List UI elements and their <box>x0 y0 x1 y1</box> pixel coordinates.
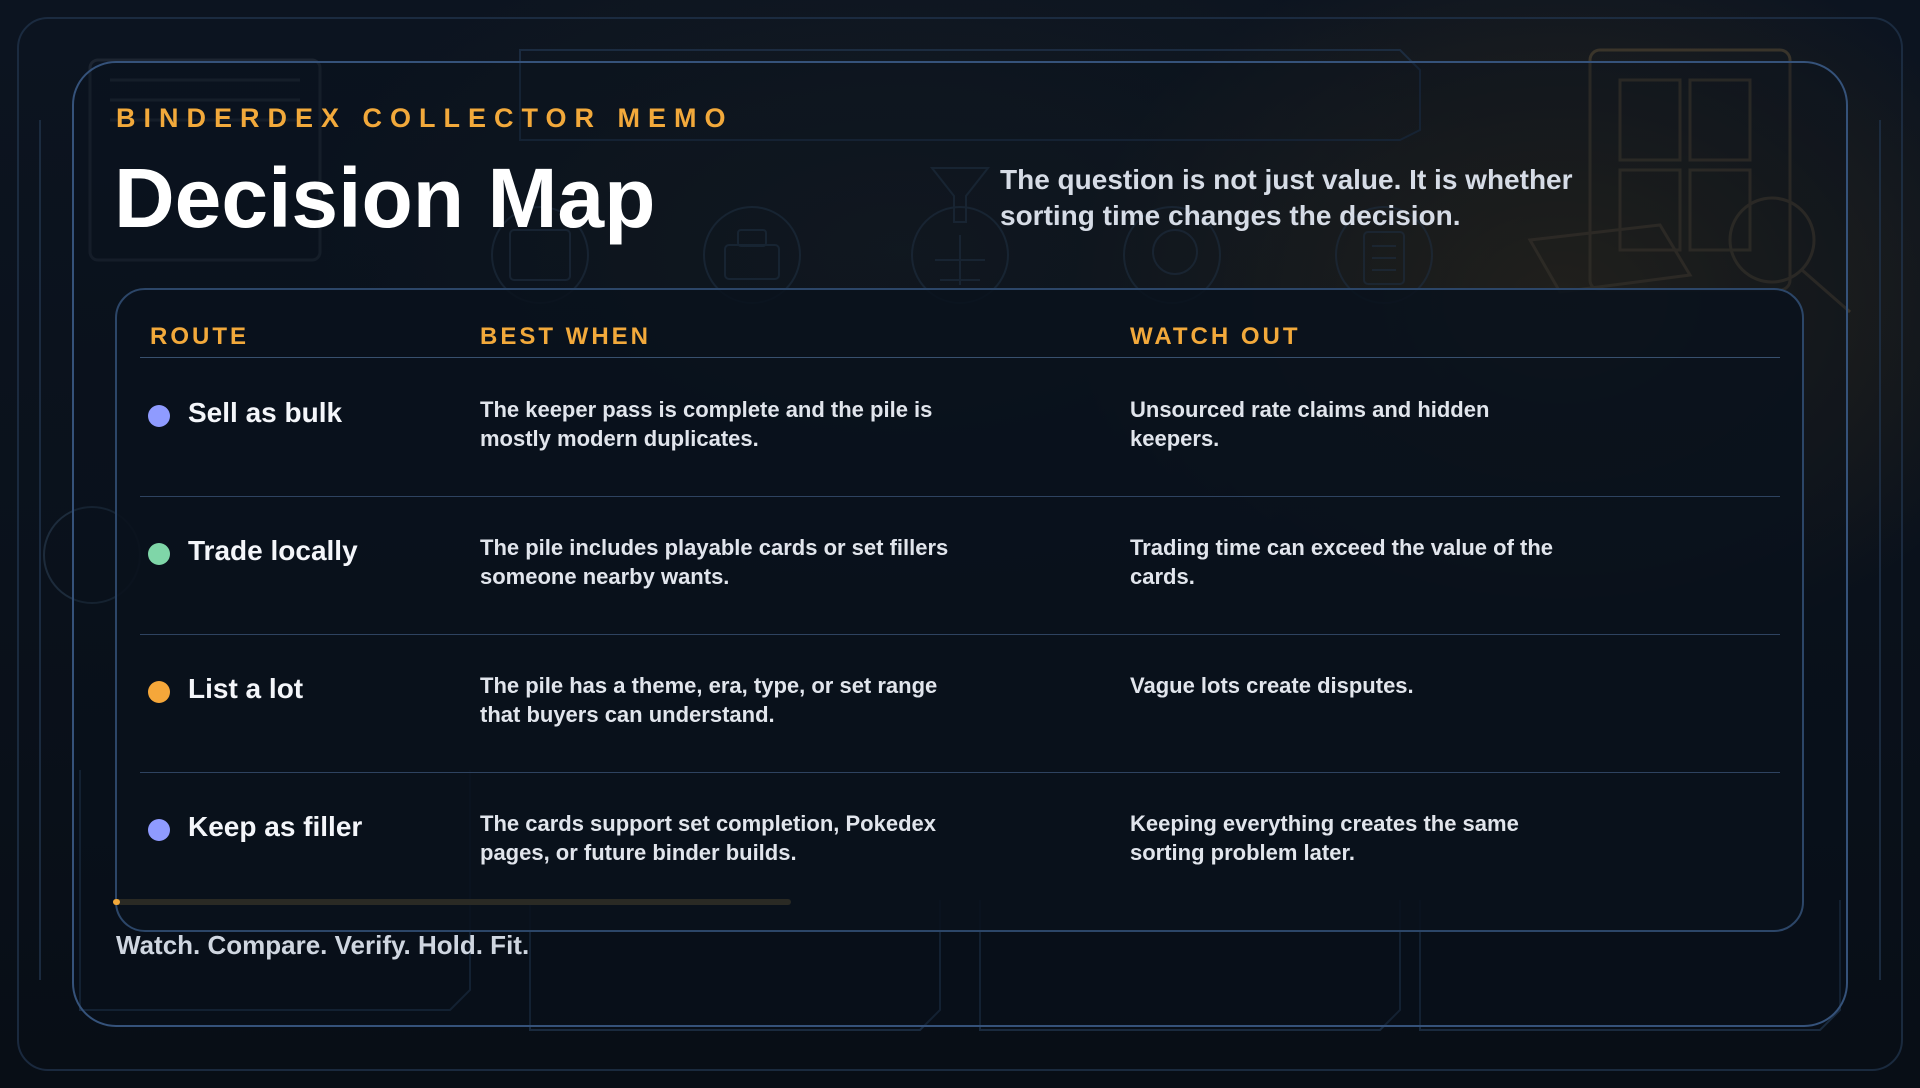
row-divider <box>140 496 1780 497</box>
page-subtitle: The question is not just value. It is wh… <box>1000 164 1573 231</box>
table-row: Trade locally The pile includes playable… <box>0 535 1920 673</box>
route-label: List a lot <box>188 673 304 704</box>
route-label: Sell as bulk <box>188 397 343 428</box>
column-header-route: ROUTE <box>150 323 249 350</box>
table-row: List a lot The pile has a theme, era, ty… <box>0 673 1920 811</box>
watch-out-text: Vague lots create disputes. <box>1130 673 1414 698</box>
progress-track <box>113 899 791 905</box>
row-divider <box>140 634 1780 635</box>
footer-tagline: Watch. Compare. Verify. Hold. Fit. <box>116 930 530 960</box>
route-label: Trade locally <box>188 535 358 566</box>
progress-fill <box>113 899 120 905</box>
route-color-dot <box>148 405 170 427</box>
route-color-dot <box>148 543 170 565</box>
column-header-watch-out: WATCH OUT <box>1130 323 1301 350</box>
best-when-text: The keeper pass is complete and the pile… <box>480 397 933 451</box>
row-divider <box>140 772 1780 773</box>
watch-out-text: Keeping everything creates the same sort… <box>1130 811 1519 865</box>
table-row: Sell as bulk The keeper pass is complete… <box>0 397 1920 535</box>
column-header-best-when: BEST WHEN <box>480 323 651 350</box>
table-row: Keep as filler The cards support set com… <box>0 811 1920 949</box>
route-color-dot <box>148 681 170 703</box>
best-when-text: The pile includes playable cards or set … <box>480 535 949 589</box>
watch-out-text: Trading time can exceed the value of the… <box>1130 535 1554 589</box>
route-label: Keep as filler <box>188 811 363 842</box>
best-when-text: The pile has a theme, era, type, or set … <box>480 673 938 727</box>
decision-table-panel <box>115 288 1804 932</box>
best-when-text: The cards support set completion, Pokede… <box>480 811 936 865</box>
eyebrow-label: BINDERDEX COLLECTOR MEMO <box>116 103 734 133</box>
route-color-dot <box>148 819 170 841</box>
page-title: Decision Map <box>114 151 656 245</box>
header-divider <box>140 357 1780 358</box>
watch-out-text: Unsourced rate claims and hidden keepers… <box>1130 397 1490 451</box>
